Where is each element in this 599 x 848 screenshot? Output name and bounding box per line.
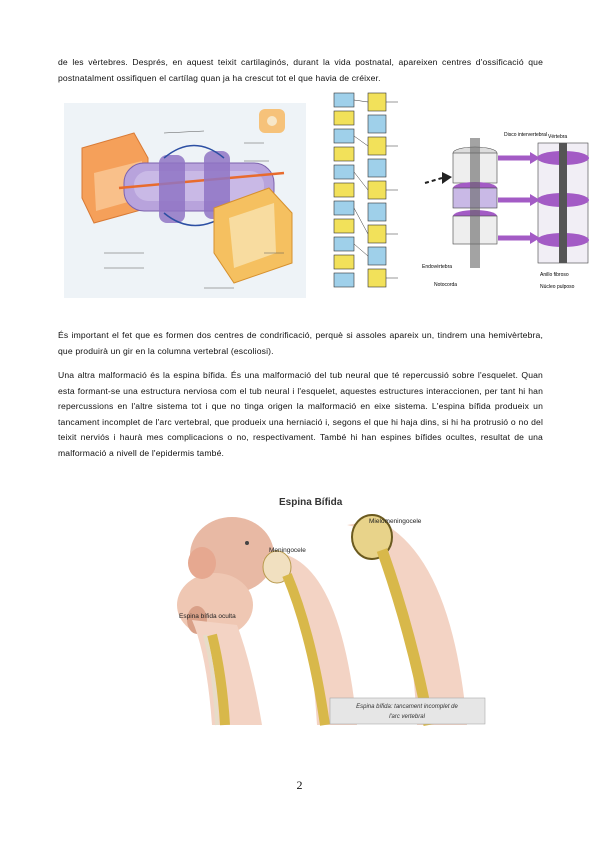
label-nucleo: Núcleo pulposo — [540, 284, 575, 290]
left-column — [333, 92, 355, 288]
caption-box: Espina bífida: tancament incomplet de l'… — [329, 697, 486, 725]
label-anillo: Anillo fibroso — [540, 272, 569, 278]
caption-line-1: Espina bífida: tancament incomplet de — [356, 704, 458, 710]
label-oculta: Espina bífida oculta — [179, 613, 236, 620]
paragraph-2: És important el fet que es formen dos ce… — [58, 330, 543, 356]
right-column — [367, 92, 387, 288]
caption-line-2: l'arc vertebral — [389, 714, 425, 720]
label-vertebra: Vértebra — [548, 134, 567, 140]
left-stack — [452, 138, 498, 268]
label-endovertebra: Endovértebra — [422, 264, 452, 270]
inset-icon — [259, 109, 285, 133]
label-meningocele: Meningocele — [269, 547, 306, 554]
label-mielomeningocele: Mielomeningocele — [369, 518, 422, 525]
label-disc: Disco intervertebral — [504, 132, 547, 138]
spine-oculta — [192, 620, 262, 726]
paragraph-1: de les vèrtebres. Després, en aquest tei… — [58, 57, 543, 83]
figure-intervertebral-disc: Disco intervertebral Vértebra Endovérteb… — [420, 128, 598, 298]
right-stack — [537, 142, 589, 264]
figure-vertebral-segments — [326, 85, 418, 300]
spine-meningocele — [262, 550, 357, 726]
page-number: 2 — [296, 778, 303, 792]
figure-spina-bifida: Espina Bífida Mielomeningocele Meningoce… — [167, 485, 492, 730]
figure-title: Espina Bífida — [279, 497, 343, 508]
label-notochord: Notocorda — [434, 282, 457, 288]
figure-sclerotome-diagram — [64, 103, 306, 298]
paragraph-3: Una altra malformació és la espina bífid… — [58, 370, 543, 458]
